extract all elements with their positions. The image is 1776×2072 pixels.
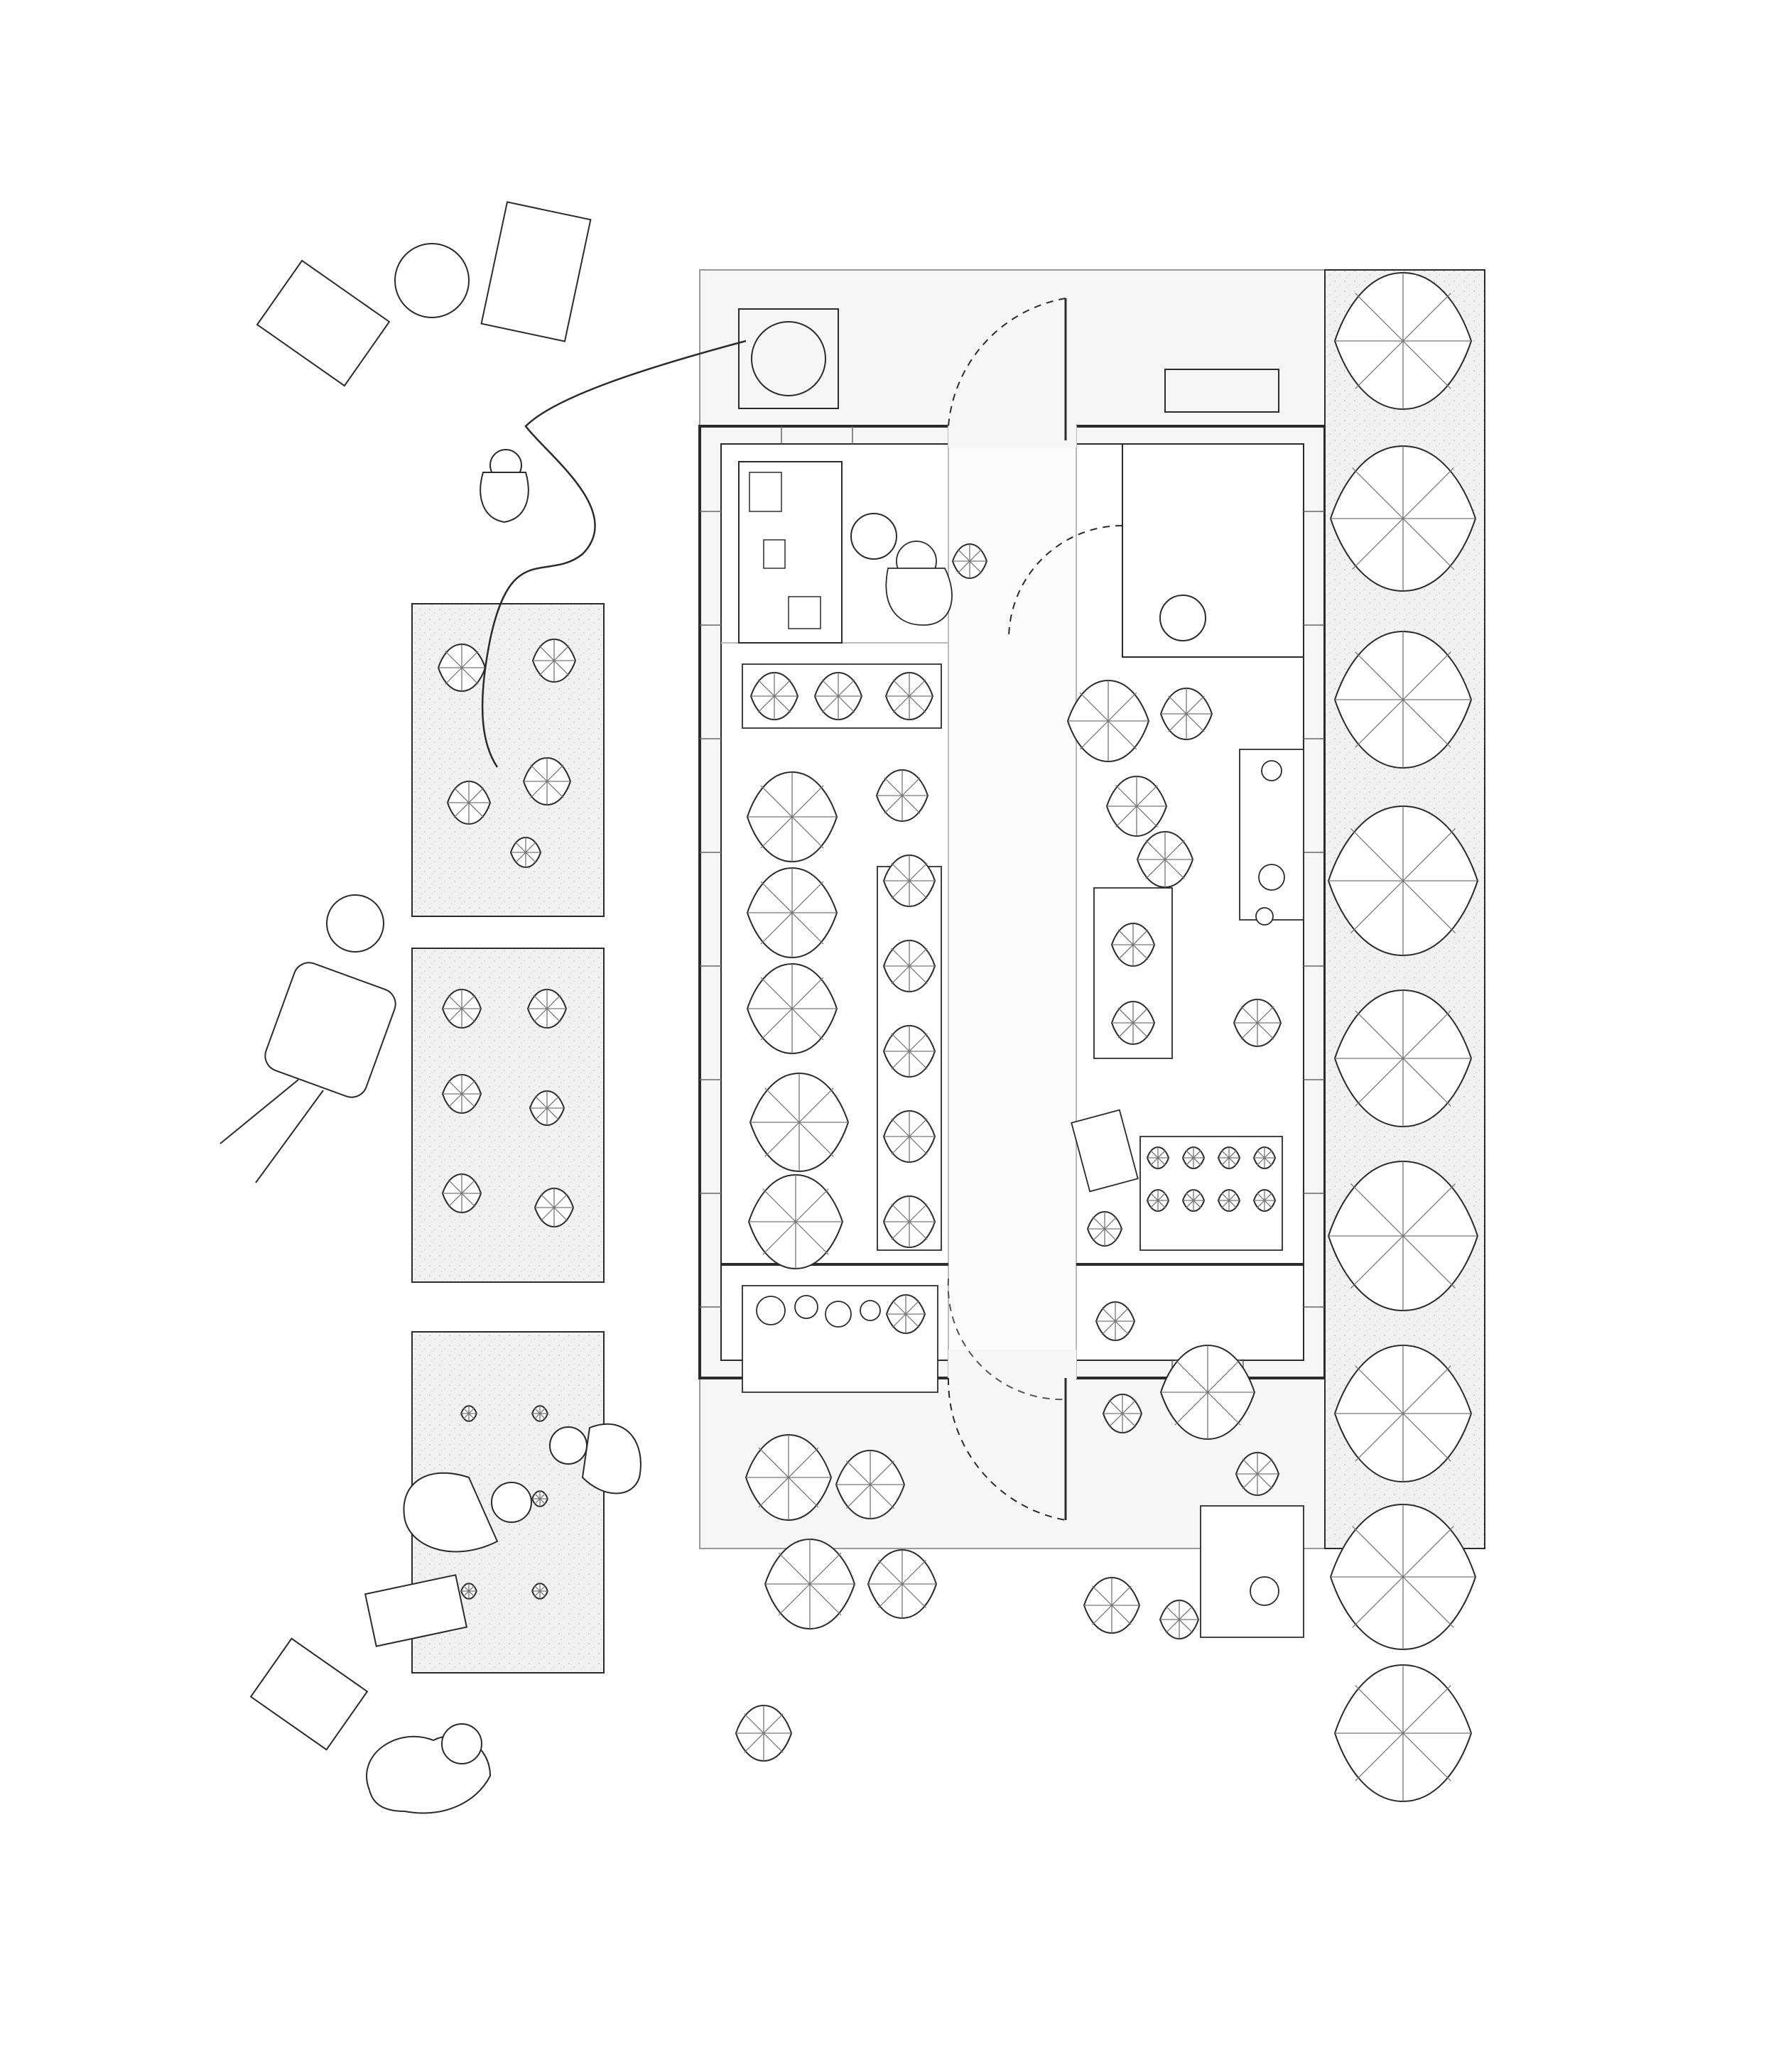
pot [860, 1301, 880, 1320]
pot [757, 1296, 785, 1325]
stool [851, 514, 897, 559]
seed-tray [764, 540, 785, 568]
pot [825, 1301, 851, 1327]
wheelbarrow [261, 958, 400, 1102]
wheelbarrow-handle [220, 1080, 298, 1144]
planter-body-a [404, 1473, 497, 1552]
water-tank [739, 309, 838, 408]
pot [1256, 908, 1273, 925]
gardener-body [480, 472, 529, 522]
deck-chair-left [257, 261, 389, 386]
person-potting-body [886, 568, 952, 625]
harvest-basket [327, 895, 384, 952]
planter-body-b [583, 1424, 641, 1494]
round-table [395, 244, 469, 318]
lower-right-bench [1201, 1506, 1304, 1637]
raised-bed-middle [412, 948, 604, 1282]
left-garden [220, 202, 746, 1813]
potting-bench [739, 462, 842, 643]
seed-tray-ground [365, 1575, 467, 1646]
laptop [749, 472, 781, 511]
deck-chair-right [482, 202, 591, 341]
store-room [1122, 444, 1304, 657]
dog-head [442, 1724, 482, 1764]
pot [795, 1296, 818, 1318]
raised-bed-upper [412, 604, 604, 916]
bottom-entrance-opening [948, 1350, 1076, 1385]
top-door-swing [948, 298, 1066, 426]
step-stool [251, 1639, 367, 1750]
bottom-door-swing [948, 1378, 1066, 1520]
top-entrance-opening [948, 419, 1076, 448]
store-door-swing [1009, 526, 1122, 639]
store-shelf [1165, 369, 1279, 412]
lower-right-door-swing [948, 1279, 1066, 1399]
notepad [1071, 1110, 1137, 1192]
greenhouse-planting [735, 541, 1304, 1762]
wheelbarrow-handle [256, 1090, 323, 1183]
pot [1262, 761, 1282, 781]
garden-hose [482, 341, 746, 767]
planter-head-b [550, 1427, 587, 1464]
pot [1259, 864, 1284, 890]
store-round-table [1160, 595, 1206, 641]
pot [1250, 1577, 1279, 1605]
planter-head-a [492, 1482, 531, 1522]
seed-tray-2 [789, 597, 821, 629]
hedge-strip [1325, 270, 1485, 1803]
water-tank-lid [752, 322, 825, 396]
